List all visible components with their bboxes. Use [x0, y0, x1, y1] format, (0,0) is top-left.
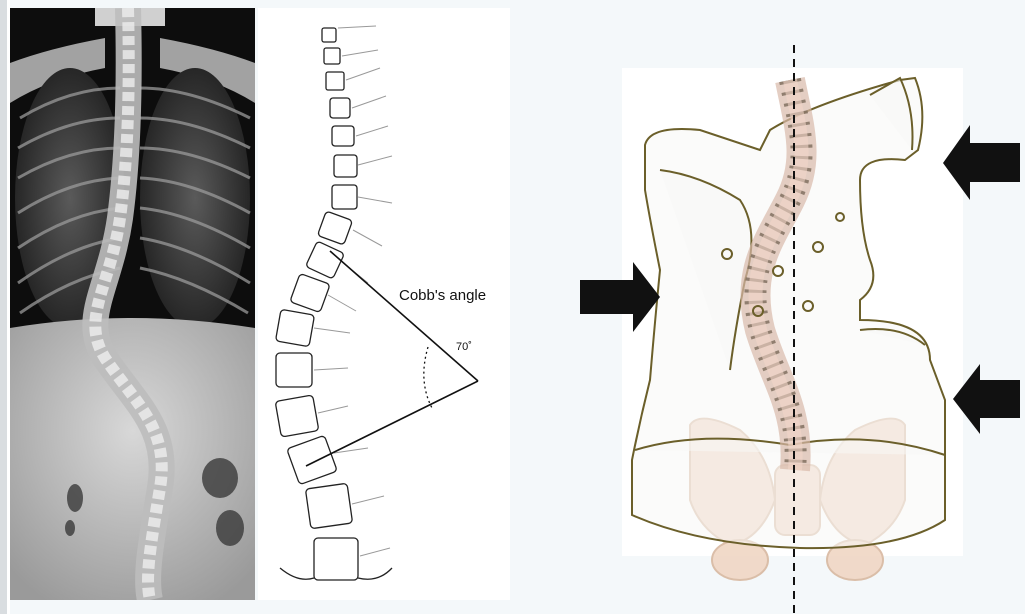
brace-illustration: [0, 0, 1025, 614]
